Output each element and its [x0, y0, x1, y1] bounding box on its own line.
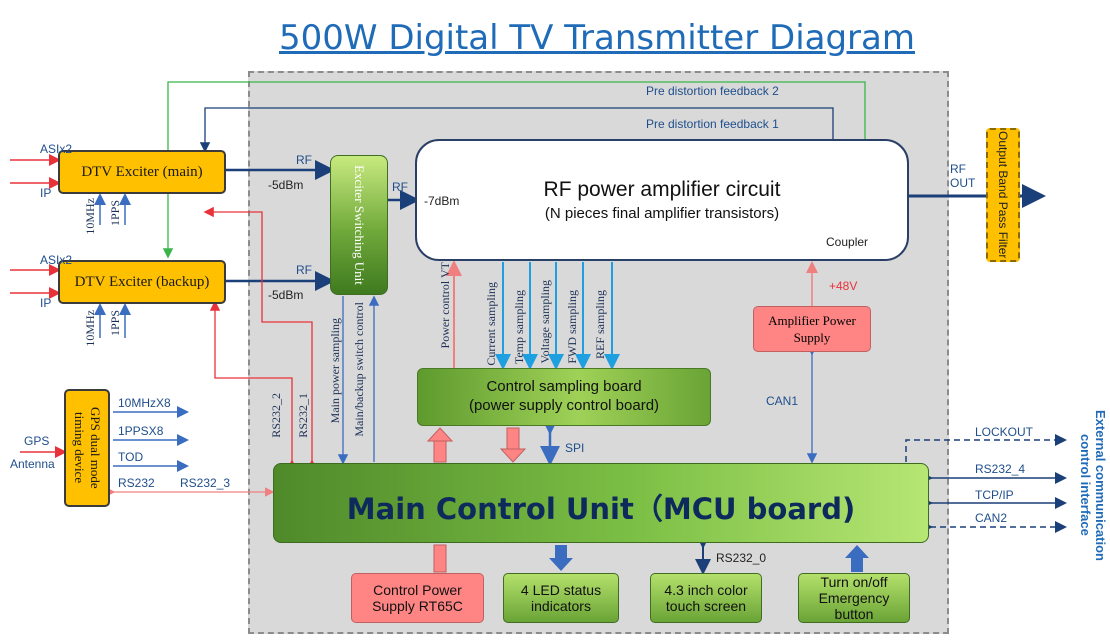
backup-switch-label: Main/backup switch control	[352, 302, 366, 437]
spi-label: SPI	[565, 441, 585, 455]
ip-label-main: IP	[40, 186, 52, 200]
pps-label-main: 1PPS	[108, 200, 122, 227]
dtv-exciter-main: DTV Exciter (main)	[58, 150, 226, 194]
feedback-1-label: Pre distortion feedback 1	[646, 117, 779, 131]
asi-label-main: ASIx2	[40, 142, 73, 156]
gps-output-10mhz: 10MHzX8	[118, 396, 171, 410]
pps-label-backup: 1PPS	[108, 310, 122, 337]
external-interface-title: External communication control interface	[1078, 409, 1108, 561]
csb-line2: (power supply control board)	[468, 397, 660, 414]
page-title: 500W Digital TV Transmitter Diagram	[279, 18, 915, 58]
external-can2: CAN2	[975, 511, 1008, 525]
clk-label-main: 10MHz	[83, 198, 97, 235]
gps-output-1pps: 1PPSX8	[118, 424, 164, 438]
gps-device-label: GPS dual mode timing device	[72, 407, 103, 489]
exciter-switching-unit: Exciter Switching Unit	[330, 155, 388, 295]
pa-subtitle: (N pieces final amplifier transistors)	[544, 205, 780, 222]
coupler-label: Coupler	[826, 235, 869, 249]
rf-out-label: RF OUT	[950, 162, 976, 190]
feedback-2-label: Pre distortion feedback 2	[646, 84, 779, 98]
level-label-main: -5dBm	[268, 178, 304, 192]
rf-power-amplifier	[415, 139, 909, 261]
main-power-sampling-label: Main power sampling	[328, 318, 342, 424]
pa-title: RF power amplifier circuit	[543, 178, 781, 201]
ip-label-backup: IP	[40, 296, 52, 310]
touch-screen: 4.3 inch color touch screen	[650, 573, 762, 623]
can1-label: CAN1	[766, 394, 799, 408]
sampling-label-current: Current sampling	[484, 282, 498, 366]
sampling-label-temp: Temp sampling	[512, 290, 526, 365]
sampling-label-voltage: Voltage sampling	[538, 280, 552, 364]
pa-input-level: -7dBm	[424, 194, 460, 208]
control-sampling-board: Control sampling board (power supply con…	[417, 368, 711, 426]
sampling-label-ref: REF sampling	[593, 290, 607, 360]
switch-rf-label: RF	[392, 180, 408, 194]
external-lockout: LOCKOUT	[975, 425, 1034, 439]
rs232-3-label: RS232_3	[180, 476, 231, 490]
emergency-button: Turn on/off Emergency button	[798, 573, 910, 623]
rs232-1-label: RS232_1	[296, 393, 310, 438]
output-band-pass-filter: Output Band Pass Filter	[986, 128, 1020, 262]
amplifier-power-supply: Amplifier Power Supply	[753, 306, 871, 352]
led-status-indicators: 4 LED status indicators	[503, 573, 619, 623]
control-power-supply: Control Power Supply RT65C	[351, 573, 484, 623]
gps-antenna-label-2: Antenna	[10, 457, 55, 471]
sampling-label-power: Power control VT	[438, 262, 452, 349]
switching-unit-label: Exciter Switching Unit	[352, 165, 367, 285]
main-control-unit	[273, 463, 929, 543]
asi-label-backup: ASIx2	[40, 253, 73, 267]
rf-label-backup: RF	[296, 263, 312, 277]
gps-antenna-label-1: GPS	[24, 434, 50, 448]
gps-output-rs232: RS232	[118, 476, 155, 490]
csb-line1: Control sampling board	[486, 378, 642, 395]
filter-label: Output Band Pass Filter	[996, 131, 1010, 259]
clk-label-backup: 10MHz	[83, 310, 97, 347]
sampling-label-fwd: FWD sampling	[565, 290, 579, 364]
gps-timing-device: GPS dual mode timing device	[64, 389, 110, 507]
voltage-label: +48V	[829, 279, 858, 293]
rs232-0-label: RS232_0	[716, 551, 767, 565]
rs232-2-label: RS232_2	[269, 393, 283, 438]
mcu-label: Main Control Unit（MCU board)	[346, 492, 856, 526]
external-tcpip: TCP/IP	[975, 488, 1014, 502]
dtv-exciter-backup: DTV Exciter (backup)	[58, 260, 226, 304]
gps-output-tod: TOD	[118, 450, 144, 464]
level-label-backup: -5dBm	[268, 288, 304, 302]
rf-label-main: RF	[296, 153, 312, 167]
external-rs232-4: RS232_4	[975, 462, 1026, 476]
